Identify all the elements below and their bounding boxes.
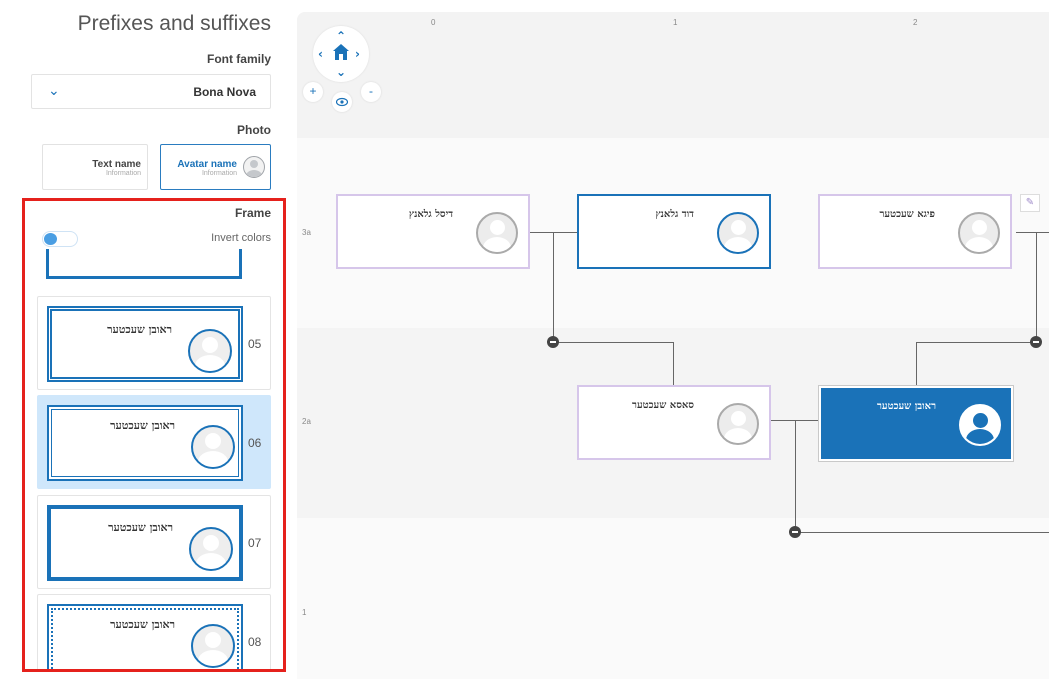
invert-colors-label: Invert colors (211, 232, 271, 244)
chevron-down-icon: ⌄ (48, 83, 60, 99)
connector-line (795, 532, 1049, 533)
avatar (189, 527, 233, 571)
zoom-out-button[interactable]: - (361, 82, 381, 102)
chevron-down-icon[interactable]: ⌄ (336, 65, 347, 79)
person-card[interactable]: דיסל גלאנץ (336, 194, 530, 269)
navigation-pad: ⌃ ⌄ ‹ › (313, 26, 369, 82)
grid-band (297, 12, 1049, 138)
avatar (188, 329, 232, 373)
person-name: ראובן שעכטער (877, 401, 936, 412)
connector-line (553, 232, 554, 342)
avatar (959, 404, 1001, 446)
person-name: דוד גלאנץ (655, 209, 694, 220)
tree-canvas[interactable]: 0 1 2 3a 2a 1 ⌃ ⌄ ‹ › + - (297, 12, 1049, 679)
chevron-left-icon[interactable]: ‹ (318, 47, 323, 61)
frame-option-partial[interactable] (37, 249, 271, 279)
photo-option-text-name[interactable]: Text name Information (42, 144, 148, 190)
frame-preview-name: ראובן שעכטער (110, 618, 175, 631)
row-label: 1 (302, 608, 307, 617)
home-icon[interactable] (332, 43, 350, 61)
grid-band (297, 518, 1049, 679)
row-label: 2a (302, 417, 311, 426)
panel-title: Prefixes and suffixes (77, 12, 271, 35)
connector-line (1036, 232, 1037, 342)
person-name: סאסא שעכטער (632, 400, 694, 411)
photo-option-info: Information (201, 170, 237, 177)
frame-preview-name: ראובן שעכטער (108, 521, 173, 534)
chevron-up-icon[interactable]: ⌃ (336, 29, 347, 43)
selected-person-card[interactable]: ראובן שעכטער (818, 385, 1014, 462)
collapse-node-icon[interactable] (1030, 336, 1042, 348)
connector-line (673, 342, 674, 385)
avatar (717, 403, 759, 445)
frame-preview-name: ראובן שעכטער (107, 323, 172, 336)
photo-label: Photo (237, 123, 271, 137)
collapse-node-icon[interactable] (547, 336, 559, 348)
frame-preview (46, 249, 242, 279)
person-card[interactable]: דוד גלאנץ (577, 194, 771, 269)
frame-code: 07 (248, 536, 262, 550)
connector-line (553, 342, 673, 343)
font-family-label: Font family (206, 52, 271, 66)
frame-preview: ראובן שעכטער (47, 604, 243, 669)
row-label: 3a (302, 228, 311, 237)
avatar (191, 624, 235, 668)
frame-code: 06 (248, 436, 262, 450)
frame-preview: ראובן שעכטער (47, 405, 243, 481)
frame-code: 05 (248, 337, 262, 351)
avatar (476, 212, 518, 254)
settings-sidebar: Prefixes and suffixes Font family ⌄ Bona… (0, 0, 290, 679)
connector-line (916, 342, 1036, 343)
connector-line (916, 342, 917, 386)
invert-colors-toggle[interactable] (42, 231, 78, 247)
frame-preview-name: ראובן שעכטער (110, 419, 175, 432)
connector-line (1016, 232, 1049, 233)
frame-option-06[interactable]: ראובן שעכטער 06 (37, 395, 271, 489)
person-card[interactable]: סאסא שעכטער (577, 385, 771, 460)
connector-line (795, 420, 796, 532)
font-family-value: Bona Nova (193, 85, 256, 99)
avatar-icon (243, 156, 265, 178)
person-card[interactable]: פיגא שעכטער (818, 194, 1012, 269)
column-label: 0 (431, 18, 436, 27)
frame-option-05[interactable]: ראובן שעכטער 05 (37, 296, 271, 390)
chevron-right-icon[interactable]: › (355, 47, 360, 61)
person-name: פיגא שעכטער (879, 209, 935, 220)
collapse-node-icon[interactable] (789, 526, 801, 538)
photo-option-name: Text name (92, 159, 141, 170)
frame-option-07[interactable]: ראובן שעכטער 07 (37, 495, 271, 589)
frame-preview: ראובן שעכטער (47, 306, 243, 382)
column-label: 1 (673, 18, 678, 27)
avatar (191, 425, 235, 469)
frame-label: Frame (234, 206, 271, 220)
avatar (717, 212, 759, 254)
view-button[interactable] (332, 92, 352, 112)
eye-icon (335, 97, 349, 107)
person-name: דיסל גלאנץ (408, 209, 453, 220)
photo-option-avatar-name[interactable]: Avatar name Information (160, 144, 271, 190)
photo-option-info: Information (105, 170, 141, 177)
edit-pencil-icon[interactable]: ✎ (1020, 194, 1040, 212)
font-family-select[interactable]: ⌄ Bona Nova (31, 74, 271, 109)
frame-option-08[interactable]: ראובן שעכטער 08 (37, 594, 271, 669)
zoom-in-button[interactable]: + (303, 82, 323, 102)
frame-preview: ראובן שעכטער (47, 505, 243, 581)
avatar (958, 212, 1000, 254)
column-label: 2 (913, 18, 918, 27)
frame-section: Frame Invert colors ראובן שעכטער 05 ראוב… (22, 198, 286, 672)
frame-code: 08 (248, 635, 262, 649)
photo-option-name: Avatar name (177, 159, 237, 170)
